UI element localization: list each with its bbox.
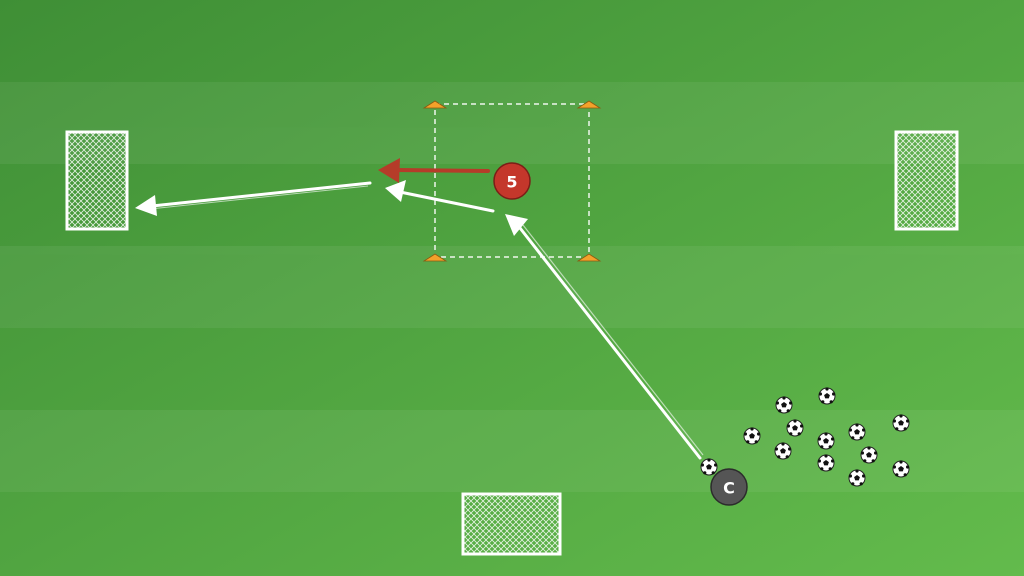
cone-icon (576, 100, 602, 109)
cone-icon (576, 253, 602, 262)
pass-arrow-coach-to-square (505, 214, 704, 460)
soccer-ball-icon (848, 422, 866, 441)
soccer-ball-icon (775, 395, 793, 414)
player-attacker-5: 5 (493, 162, 531, 200)
player-coach: C (710, 468, 748, 506)
soccer-ball-icon (818, 386, 836, 405)
soccer-ball-icon (817, 453, 835, 472)
player-label: C (723, 479, 735, 498)
soccer-ball-icon (700, 457, 718, 476)
goal-net-icon (894, 130, 959, 231)
grass-stripes (0, 82, 1024, 492)
soccer-ball-icon (786, 418, 804, 437)
pass-arrow-square-left (385, 180, 495, 213)
drill-zone (434, 103, 590, 258)
shot-arrow-to-goal (135, 181, 372, 216)
player-label: 5 (506, 173, 517, 192)
soccer-ball-icon (774, 441, 792, 460)
soccer-ball-icon (860, 445, 878, 464)
cone-icon (422, 100, 448, 109)
soccer-ball-icon (817, 431, 835, 450)
soccer-ball-icon (892, 413, 910, 432)
goal-net-icon (65, 130, 129, 231)
cone-icon (422, 253, 448, 262)
run-arrow (378, 158, 490, 183)
goal-net-icon (461, 492, 562, 556)
soccer-ball-icon (892, 459, 910, 478)
soccer-ball-icon (743, 426, 761, 445)
soccer-ball-icon (848, 468, 866, 487)
